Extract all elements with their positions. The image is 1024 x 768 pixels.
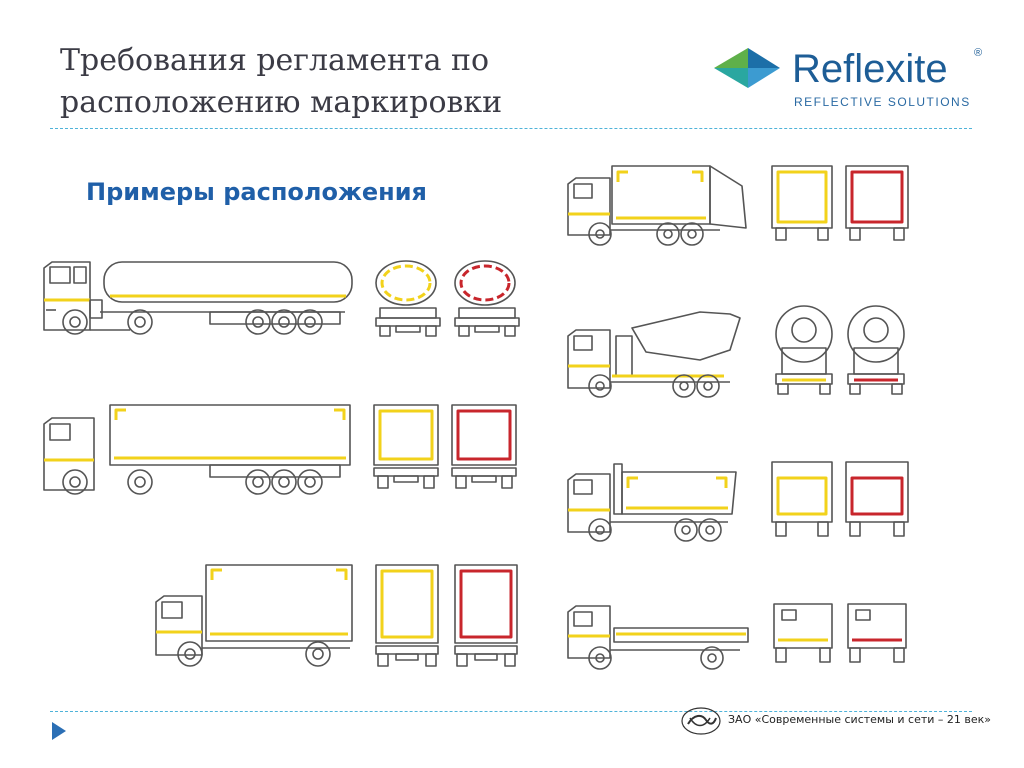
- concrete-mixer-rear-red: [847, 305, 905, 395]
- concrete-mixer-side: [567, 311, 741, 398]
- flatbed-truck-side: [567, 605, 749, 670]
- footer-company-name: ЗАО «Современные системы и сети – 21 век…: [728, 713, 992, 726]
- play-arrow-icon: [52, 722, 66, 740]
- dump-truck-rear-yellow: [771, 461, 833, 537]
- tanker-rear-yellow: [375, 260, 441, 337]
- flatbed-rear-red: [847, 603, 907, 663]
- logo-registered: ®: [974, 47, 982, 59]
- garbage-truck-side: [567, 165, 747, 246]
- box-trailer-rear-red: [451, 404, 517, 489]
- header-separator: [50, 128, 972, 129]
- box-trailer-truck-side: [43, 404, 351, 495]
- logo-brand: Reflexite: [792, 47, 948, 91]
- reflexite-diamond-icon: [714, 48, 780, 88]
- page-title: Требования регламента по расположению ма…: [60, 40, 660, 124]
- dump-truck-side: [567, 463, 737, 542]
- garbage-truck-rear-yellow: [771, 165, 833, 241]
- flatbed-rear-yellow: [773, 603, 833, 663]
- page-title-line2: расположению маркировки: [60, 85, 503, 120]
- logo-tagline: REFLECTIVE SOLUTIONS: [794, 95, 971, 109]
- box-truck-rear-yellow: [375, 564, 439, 667]
- box-truck-side: [155, 564, 353, 667]
- company-emblem-icon: [681, 707, 721, 735]
- page-title-line1: Требования регламента по: [60, 43, 490, 78]
- box-truck-rear-red: [454, 564, 518, 667]
- dump-truck-rear-red: [845, 461, 909, 537]
- garbage-truck-rear-red: [845, 165, 909, 241]
- tanker-rear-red: [454, 260, 520, 337]
- reflexite-logo: Reflexite ® REFLECTIVE SOLUTIONS: [714, 47, 982, 109]
- footer-separator: [50, 711, 972, 712]
- section-subtitle: Примеры расположения: [86, 178, 427, 206]
- tanker-truck-side: [43, 261, 353, 335]
- concrete-mixer-rear-yellow: [775, 305, 833, 395]
- box-trailer-rear-yellow: [373, 404, 439, 489]
